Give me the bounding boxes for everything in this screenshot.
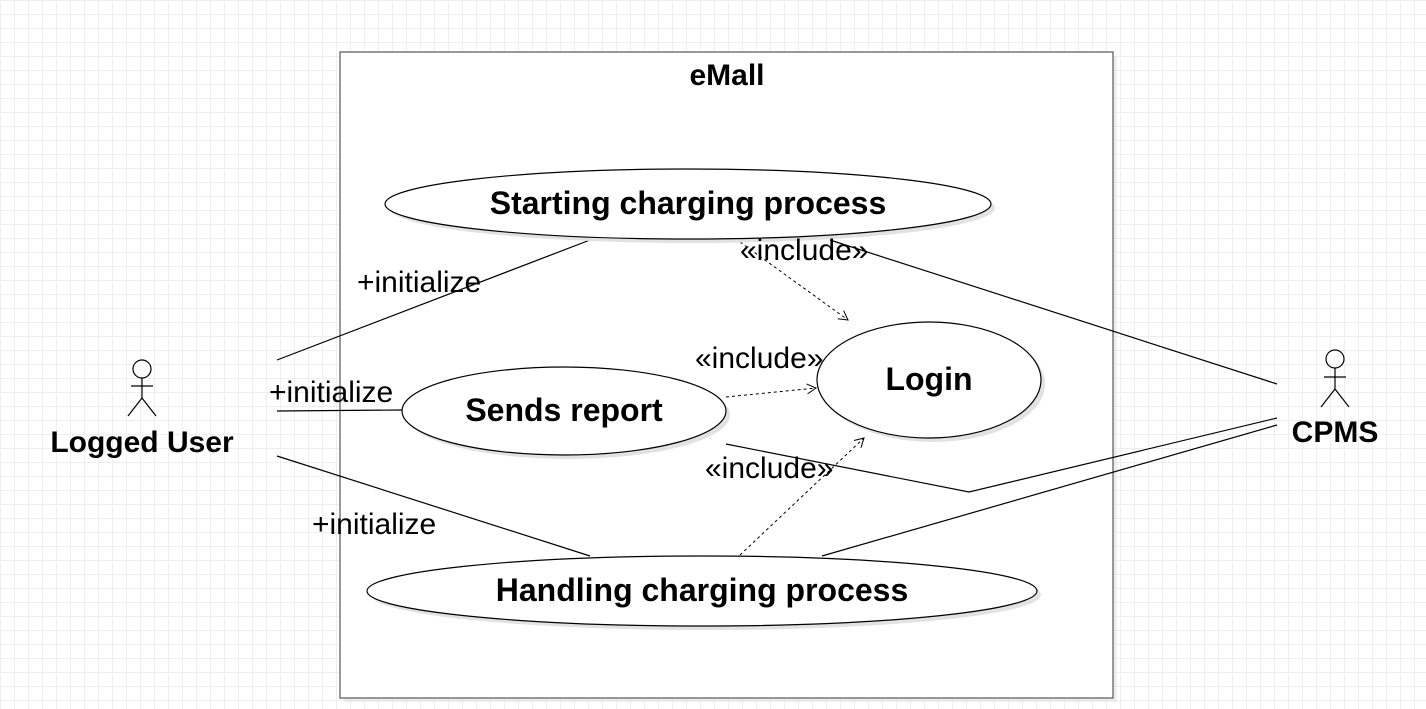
use-case-starting-charging[interactable]: Starting charging process <box>384 168 995 243</box>
association-user-report[interactable] <box>276 409 403 412</box>
include-label-handling: «include» <box>705 452 833 485</box>
association-cpms-starting[interactable] <box>829 239 1278 385</box>
use-case-label: Handling charging process <box>496 572 909 608</box>
association-cpms-report[interactable] <box>725 417 1278 493</box>
actor-label: Logged User <box>50 426 234 459</box>
stick-figure-icon <box>127 359 157 417</box>
include-arrow-starting[interactable] <box>739 241 849 321</box>
initialize-label-starting: +initialize <box>357 266 481 299</box>
include-label-starting: «include» <box>740 234 868 267</box>
actor-cpms[interactable]: CPMS <box>1292 349 1379 449</box>
system-title: eMall <box>689 59 764 92</box>
initialize-label-handling: +initialize <box>312 508 436 541</box>
use-case-handling-charging[interactable]: Handling charging process <box>366 555 1041 630</box>
include-label-report: «include» <box>695 342 823 375</box>
logged-user-associations <box>276 239 591 557</box>
actor-label: CPMS <box>1292 416 1379 449</box>
use-case-label: Sends report <box>465 392 663 428</box>
use-case-label: Login <box>885 361 972 397</box>
stick-figure-icon <box>1320 349 1350 408</box>
use-case-login[interactable]: Login <box>816 321 1045 442</box>
include-arrow-handling[interactable] <box>739 437 865 556</box>
initialize-label-report: +initialize <box>269 376 393 409</box>
association-user-starting[interactable] <box>276 239 591 361</box>
association-cpms-handling[interactable] <box>821 424 1278 557</box>
use-case-sends-report[interactable]: Sends report <box>401 366 730 459</box>
actor-logged-user[interactable]: Logged User <box>50 359 234 459</box>
include-dependencies <box>725 241 865 556</box>
cpms-associations <box>725 239 1278 557</box>
use-case-label: Starting charging process <box>490 185 887 221</box>
association-user-handling[interactable] <box>276 455 591 557</box>
